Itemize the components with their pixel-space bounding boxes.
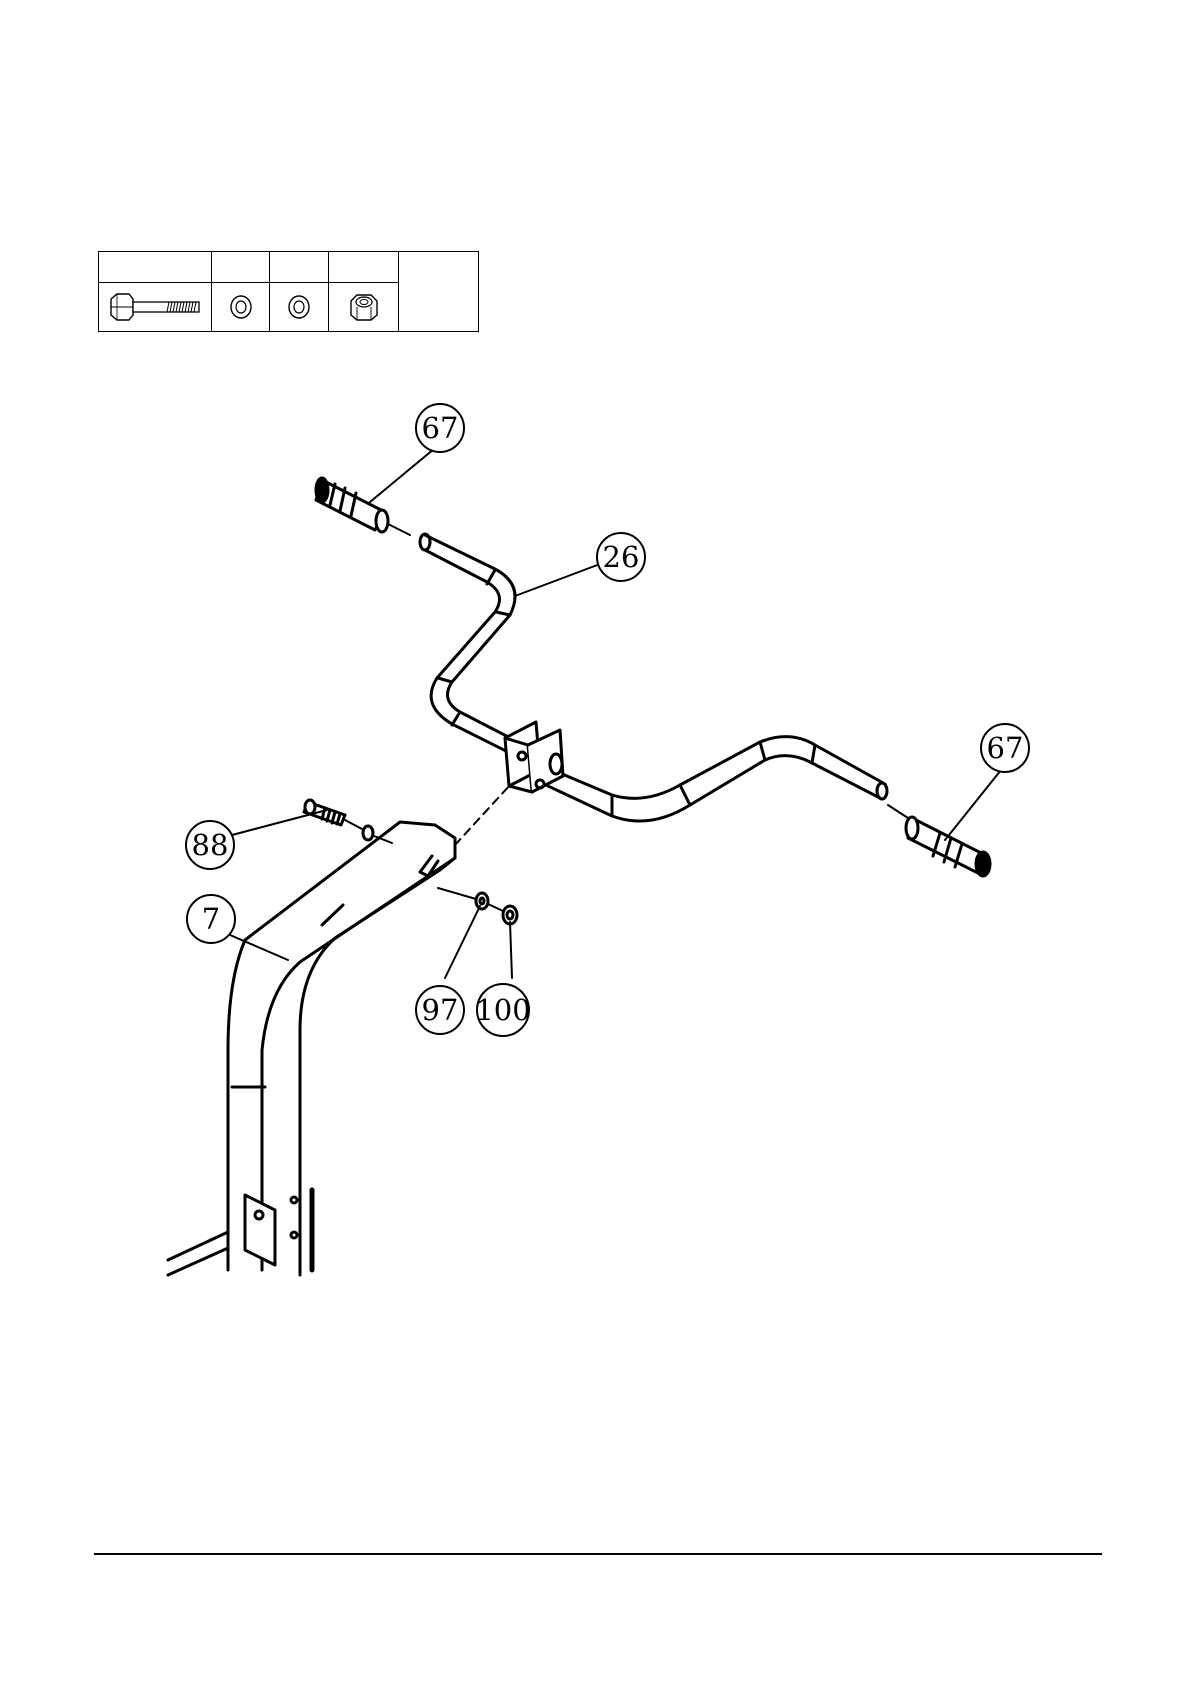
upright-frame-7 xyxy=(168,822,455,1275)
washer-97 xyxy=(476,893,488,909)
svg-text:100: 100 xyxy=(475,993,530,1027)
callout-7: 7 xyxy=(187,895,235,943)
callout-100: 100 xyxy=(475,984,530,1036)
footer-rule xyxy=(94,1553,1102,1555)
svg-text:67: 67 xyxy=(987,731,1024,765)
assembly-guide-line xyxy=(455,785,510,845)
svg-text:67: 67 xyxy=(422,411,459,445)
svg-text:26: 26 xyxy=(603,540,640,574)
center-bracket xyxy=(505,722,563,792)
grip-67-left xyxy=(316,478,410,535)
callout-88: 88 xyxy=(186,821,234,869)
svg-text:88: 88 xyxy=(192,828,229,862)
leader-lines xyxy=(230,444,1005,978)
callout-26: 26 xyxy=(597,533,645,581)
svg-text:97: 97 xyxy=(422,993,459,1027)
callout-97: 97 xyxy=(416,986,464,1034)
callout-67-top: 67 xyxy=(416,404,464,452)
grip-67-right xyxy=(888,805,990,876)
crossbar-26 xyxy=(420,534,887,821)
svg-text:7: 7 xyxy=(202,902,220,936)
callout-67-right: 67 xyxy=(981,724,1029,772)
